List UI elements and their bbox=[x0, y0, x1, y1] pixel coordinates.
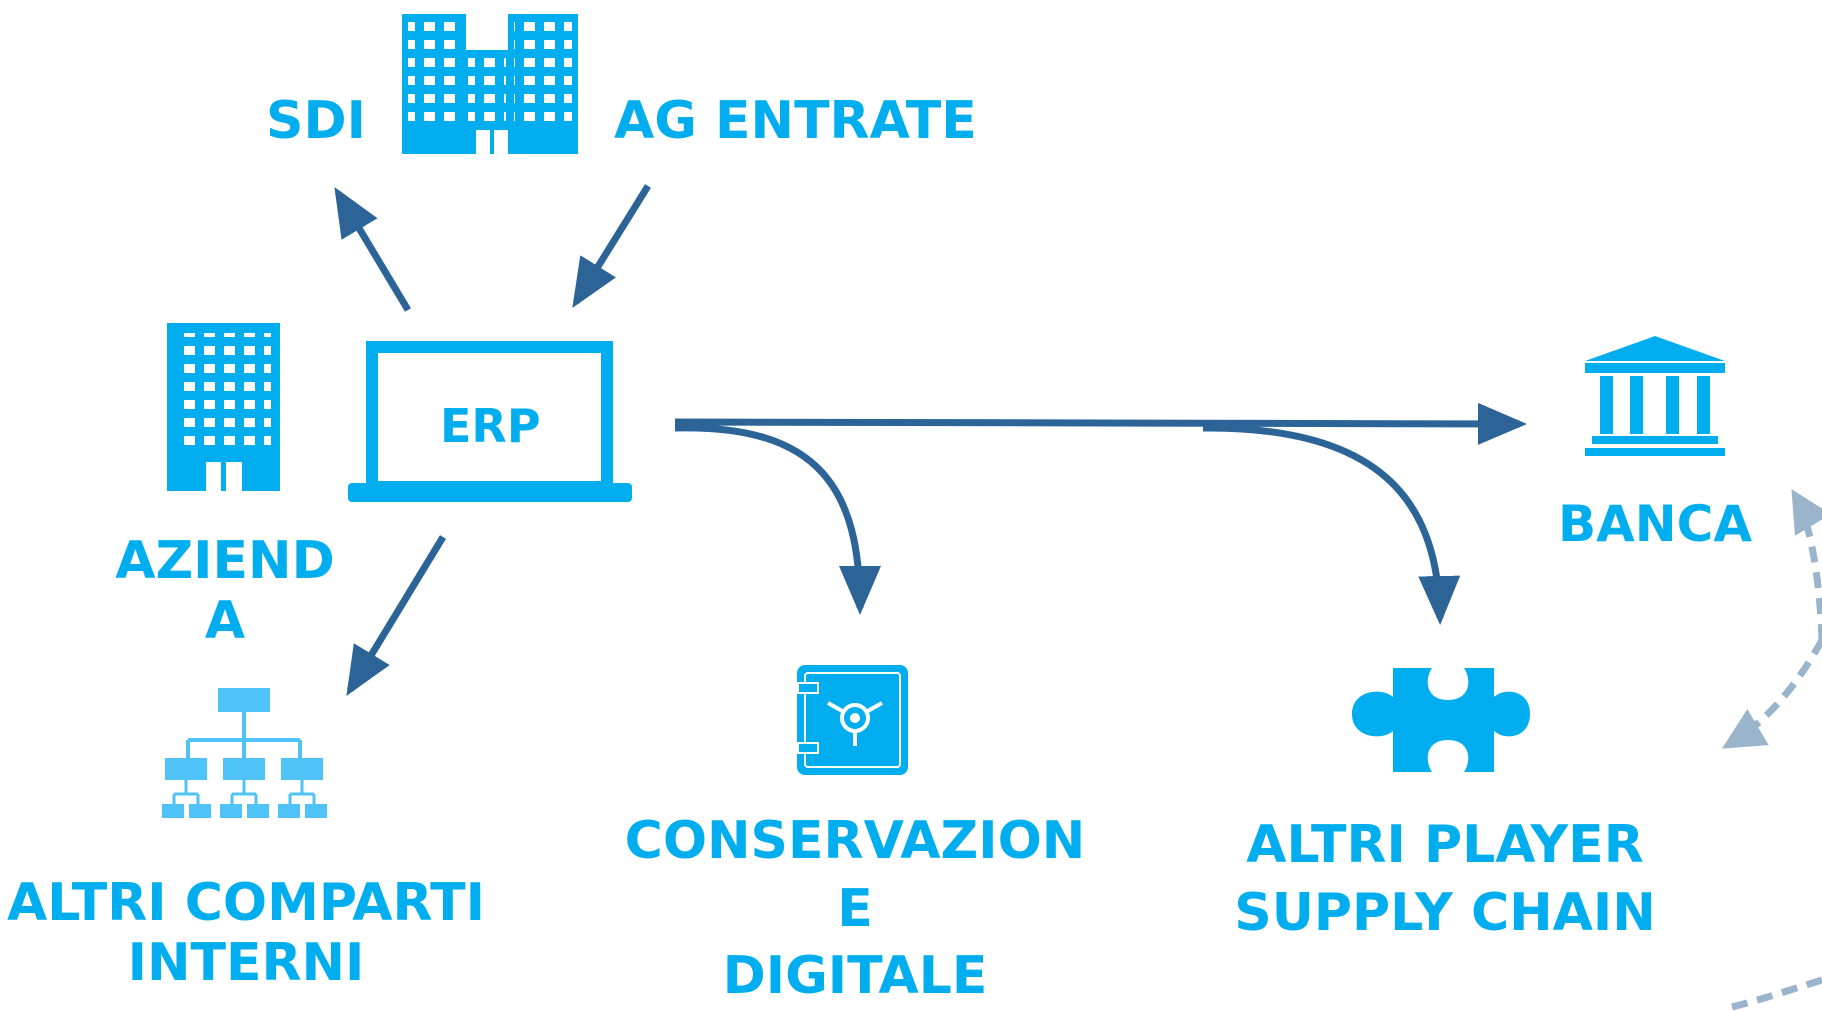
label-conservazione: CONSERVAZION E DIGITALE bbox=[610, 808, 1100, 1011]
government-building-icon bbox=[402, 14, 578, 154]
label-ag-entrate: AG ENTRATE bbox=[614, 91, 977, 151]
bank-icon bbox=[1585, 336, 1725, 456]
label-conservazione-line1: CONSERVAZION bbox=[624, 811, 1086, 871]
label-altri-comparti-line1: ALTRI COMPARTI bbox=[7, 873, 485, 933]
label-conservazione-line3: DIGITALE bbox=[722, 946, 988, 1007]
label-altri-comparti: ALTRI COMPARTI INTERNI bbox=[6, 873, 486, 994]
arrow-erp-to-altri-player bbox=[1202, 424, 1461, 625]
dashed-arrow-bottom bbox=[1727, 976, 1822, 1010]
label-azienda-line2: A bbox=[204, 590, 246, 651]
arrow-erp-to-sdi bbox=[334, 186, 412, 312]
label-azienda-line1: AZIEND bbox=[115, 531, 335, 591]
dashed-return-arrows bbox=[1721, 488, 1822, 1010]
arrow-agentrate-to-erp bbox=[572, 184, 651, 308]
arrow-erp-to-banca bbox=[674, 402, 1527, 445]
arrow-erp-to-conservazione bbox=[674, 424, 881, 615]
arrow-erp-to-altri-comparti bbox=[346, 535, 446, 696]
label-conservazione-line2: E bbox=[837, 878, 873, 939]
dashed-arrow-to-banca bbox=[1791, 488, 1822, 641]
label-azienda: AZIEND A bbox=[115, 531, 335, 652]
label-altri-player-line1: ALTRI PLAYER bbox=[1246, 815, 1644, 875]
dashed-arrow-from-banca bbox=[1721, 638, 1822, 749]
laptop-icon bbox=[348, 341, 632, 502]
label-sdi: SDI bbox=[266, 91, 366, 151]
puzzle-piece-icon bbox=[1352, 668, 1530, 772]
flow-arrows bbox=[334, 184, 1527, 696]
label-banca: BANCA bbox=[1557, 495, 1753, 553]
org-chart-icon bbox=[162, 688, 327, 818]
office-building-icon bbox=[167, 323, 280, 491]
label-altri-player-line2: SUPPLY CHAIN bbox=[1234, 882, 1656, 943]
label-altri-player: ALTRI PLAYER SUPPLY CHAIN bbox=[1225, 812, 1665, 947]
label-erp: ERP bbox=[440, 399, 541, 453]
label-altri-comparti-line2: INTERNI bbox=[127, 932, 365, 993]
safe-vault-icon bbox=[797, 665, 908, 775]
